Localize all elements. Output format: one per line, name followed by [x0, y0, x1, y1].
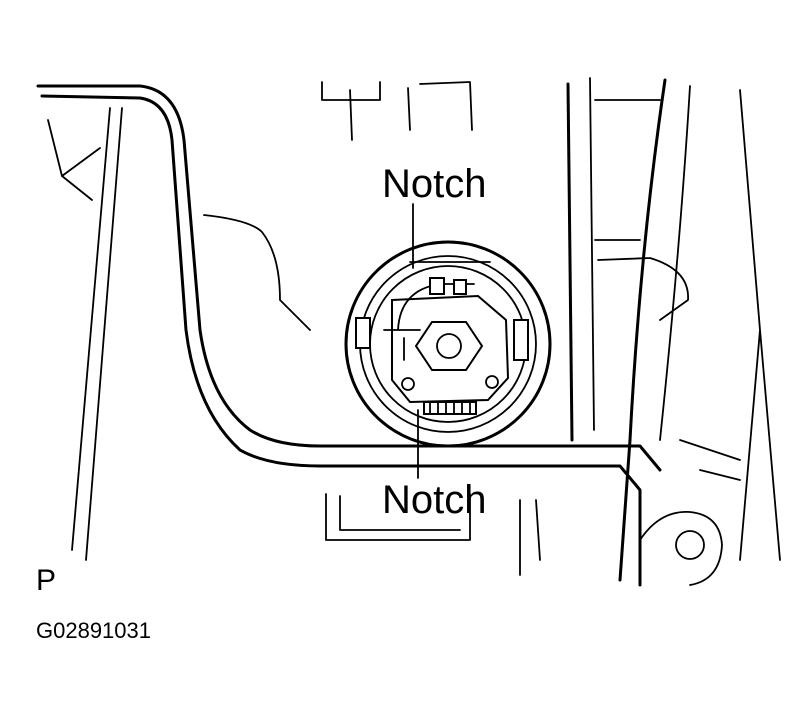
right-housing-line-2 [589, 77, 595, 431]
notch-label-bottom: Notch [382, 478, 487, 522]
socket-right-tab [513, 319, 529, 361]
hex-nut-icon [414, 321, 484, 371]
socket-screw-left [401, 377, 415, 391]
socket-screw-right [485, 375, 499, 389]
reflector-shoulder [203, 214, 311, 331]
upper-bracket-mid [349, 87, 411, 141]
right-housing-line-3 [618, 78, 667, 582]
lower-bracket-stem [519, 499, 541, 576]
socket-outer-ring [344, 240, 552, 448]
lower-bracket [325, 493, 471, 541]
right-housing-detail [594, 99, 689, 321]
terminal-right [453, 279, 467, 295]
housing-inner-edge [40, 94, 642, 587]
right-housing-line-4 [659, 85, 691, 441]
terminal-left [429, 277, 445, 295]
figure-id: G02891031 [36, 618, 151, 643]
mount-boss [639, 511, 723, 586]
left-bracket-line [71, 107, 111, 551]
spring-coils [429, 401, 471, 415]
upper-bracket-right [419, 81, 473, 131]
right-housing-edge [739, 89, 781, 561]
lower-bracket-inner [339, 495, 461, 531]
hex-nut-bore [436, 333, 462, 359]
socket-left-tab [355, 317, 371, 349]
housing-outer-edge [36, 84, 662, 472]
right-housing-line-1 [566, 82, 574, 442]
bottom-notch-spring [423, 401, 477, 415]
upper-left-tab [47, 119, 101, 177]
mount-hole-icon [675, 530, 705, 560]
right-lower-detail [679, 439, 741, 481]
notch-label-top: Notch [382, 162, 487, 206]
left-bracket-line-2 [85, 107, 123, 561]
view-letter: P [36, 564, 57, 597]
top-left-inner [61, 175, 93, 201]
